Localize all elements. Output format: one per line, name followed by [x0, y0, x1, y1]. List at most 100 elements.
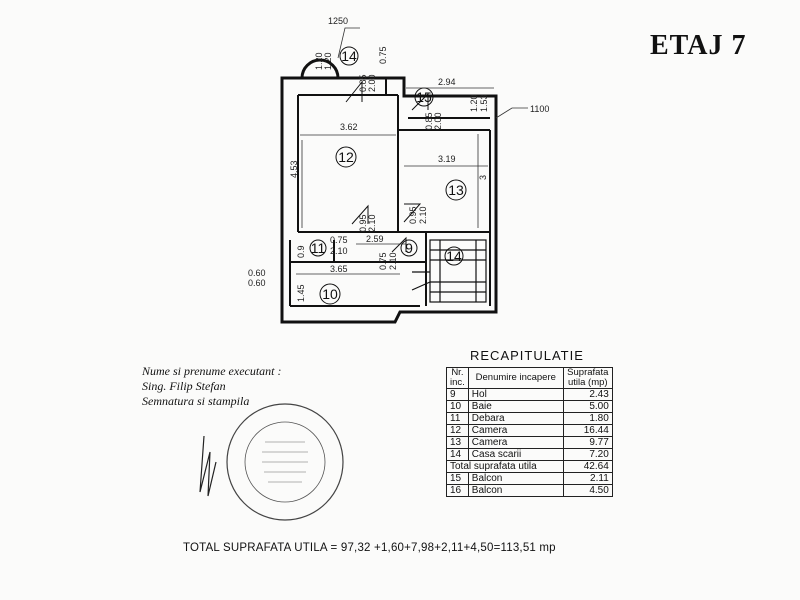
dimension-label: 3.65 — [330, 264, 348, 274]
room-label: 15 — [416, 89, 432, 105]
signature-label: Semnatura si stampila — [142, 394, 250, 408]
room-name: Debara — [467, 412, 564, 425]
dimension-label: 4.53 — [289, 160, 299, 178]
room-area: 9.77 — [562, 436, 613, 449]
room-area: 2.43 — [562, 388, 613, 401]
recap-title: RECAPITULATIE — [470, 348, 584, 363]
room-marker — [319, 283, 341, 305]
room-area: 2.11 — [562, 472, 613, 485]
total-value: 42.64 — [562, 460, 613, 473]
table-header-row: Nr. inc. Denumire incapere Suprafata uti… — [446, 367, 613, 389]
dimension-label: 0.85 — [424, 112, 434, 130]
official-stamp — [226, 403, 344, 521]
dimension-label: 0.75 — [330, 235, 348, 245]
dimension-label: 0.95 — [358, 214, 368, 232]
room-label: 14 — [341, 48, 357, 64]
dimension-label: 3.19 — [438, 154, 456, 164]
room-name: Balcon — [467, 484, 564, 497]
dimension-label: 1250 — [328, 16, 348, 26]
dimension-label: 0.60 — [248, 268, 266, 278]
dimension-label: 2.10 — [388, 252, 398, 270]
dimension-label: 2.94 — [438, 77, 456, 87]
door-swing — [345, 80, 363, 103]
dimension-label: 1.53 — [479, 94, 489, 112]
dimension-label: 1.20 — [323, 52, 333, 70]
staircase — [411, 239, 487, 303]
room-area: 5.00 — [562, 400, 613, 413]
room-name: Camera — [467, 436, 564, 449]
dimension-label: 2.10 — [418, 206, 428, 224]
room-name: Camera — [467, 424, 564, 437]
dimension-label: 2.00 — [367, 74, 377, 92]
room-label: 14 — [446, 248, 462, 264]
bay-wall — [300, 58, 340, 79]
dimension-label: 1.20 — [314, 52, 324, 70]
room-label: 11 — [311, 240, 326, 256]
room-nr: 11 — [446, 412, 469, 425]
room-area: 4.50 — [562, 484, 613, 497]
door-swing — [351, 204, 369, 225]
room-area: 1.80 — [562, 412, 613, 425]
dimension-label: 1.20 — [469, 94, 479, 112]
room-area: 16.44 — [562, 424, 613, 437]
room-marker — [445, 179, 467, 201]
dimension-label: 1.45 — [296, 284, 306, 302]
room-marker — [335, 146, 357, 168]
col-area-header: Suprafata utila (mp) — [562, 367, 613, 389]
dimension-label: 1100 — [530, 104, 549, 114]
room-label: 12 — [338, 149, 354, 165]
room-label: 10 — [322, 286, 338, 302]
dimension-label: 0.85 — [358, 74, 368, 92]
outer-wall — [280, 76, 498, 324]
executant-block: Nume si prenume executant : Sing. Filip … — [142, 364, 282, 409]
col-name-header: Denumire incapere — [467, 367, 564, 389]
room-nr: 15 — [446, 472, 469, 485]
dimension-label: 2.10 — [367, 214, 377, 232]
room-nr: 13 — [446, 436, 469, 449]
room-nr: 9 — [446, 388, 469, 401]
dimension-label: 2.00 — [433, 112, 443, 130]
dimension-label: 0.75 — [378, 252, 388, 270]
dimension-label: 0.75 — [378, 46, 388, 64]
room-nr: 14 — [446, 448, 469, 461]
dimension-label: 0.95 — [408, 206, 418, 224]
recap-table: Nr. inc. Denumire incapere Suprafata uti… — [446, 367, 613, 497]
executant-name: Sing. Filip Stefan — [142, 379, 226, 393]
dimension-label: 2.59 — [366, 234, 384, 244]
signature — [199, 435, 217, 497]
room-nr: 16 — [446, 484, 469, 497]
leader-line — [495, 107, 528, 119]
room-nr: 10 — [446, 400, 469, 413]
col-nr-header: Nr. inc. — [446, 367, 469, 389]
door-swing — [403, 203, 422, 223]
room-marker — [444, 246, 464, 266]
official-stamp-inner — [244, 421, 326, 503]
dimension-label: 0.9 — [296, 245, 306, 258]
total-label: Total suprafata utila — [446, 460, 564, 473]
signature-stamp-area — [199, 403, 344, 521]
dimension-label: 0.60 — [248, 278, 266, 288]
room-name: Balcon — [467, 472, 564, 485]
leader-line — [337, 27, 360, 59]
door-swing — [391, 236, 407, 253]
dimension-label: 3 — [478, 175, 488, 180]
executant-name-label: Nume si prenume executant : — [142, 364, 282, 378]
floor-plan: 14 15 12 13 11 9 14 10 1250 0.75 2.94 1.… — [248, 16, 549, 324]
dimension-label: 3.62 — [340, 122, 358, 132]
floor-title: ETAJ 7 — [650, 30, 747, 61]
room-name: Baie — [467, 400, 564, 413]
room-marker — [339, 46, 359, 66]
room-marker — [400, 239, 418, 257]
room-label: 9 — [405, 240, 413, 256]
room-label: 13 — [448, 182, 464, 198]
room-area: 7.20 — [562, 448, 613, 461]
